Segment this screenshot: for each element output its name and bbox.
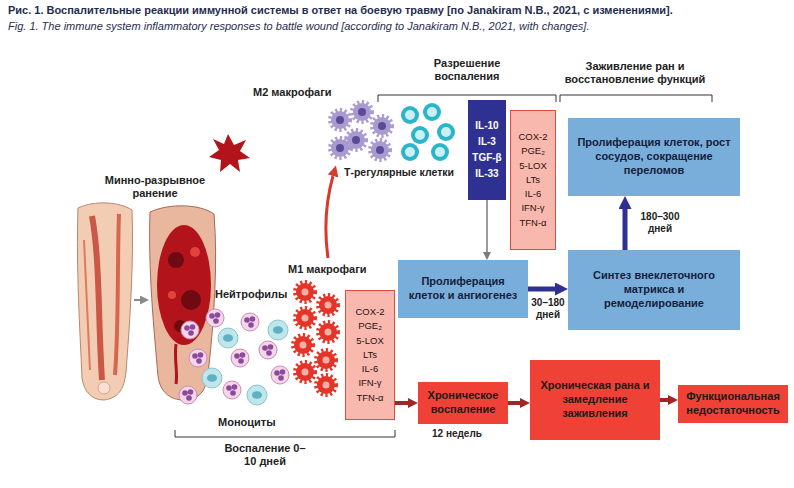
node-text: TFN-α xyxy=(519,216,546,230)
outcome-box: Хроническое воспаление xyxy=(418,382,508,424)
outcome-box: Функциональная недостаточность xyxy=(678,385,788,423)
duration-label: 180–300 дней xyxy=(634,211,686,235)
arrow-line xyxy=(134,299,140,301)
figure-title: Рис. 1. Воспалительные реакции иммунной … xyxy=(8,3,788,17)
m2-macrophages xyxy=(331,103,391,159)
flow-arrow xyxy=(486,200,488,252)
bracket xyxy=(175,430,395,437)
node-text: Синтез внеклеточного матрикса и ремодели… xyxy=(574,269,734,310)
node-text: Пролиферация клеток и ангиогенез xyxy=(404,275,522,303)
cell-label: Нейтрофилы xyxy=(215,288,287,301)
node-text: IFN-γ xyxy=(521,201,544,215)
node-text: Функциональная недостаточность xyxy=(683,390,783,418)
polarization-arrow xyxy=(326,176,333,258)
node-text: 5-LOX xyxy=(356,334,383,348)
cytokine-box: IL-10IL-3TGF-βIL-33 xyxy=(468,100,506,200)
duration-label: 30–180 дней xyxy=(528,297,568,321)
process-box: Синтез внеклеточного матрикса и ремодели… xyxy=(568,250,740,330)
node-text: TFN-α xyxy=(356,391,383,405)
t-reg-cells xyxy=(401,103,455,161)
node-text: COX-2 xyxy=(518,130,547,144)
bracket xyxy=(378,95,556,102)
mediator-box: COX-2PGE₂5-LOXLTsIL-6IFN-γTFN-α xyxy=(345,290,395,420)
node-text: COX-2 xyxy=(355,305,384,319)
node-text: LTs xyxy=(526,173,540,187)
cell-label: M1 макрофаги xyxy=(288,263,366,276)
cell-cluster xyxy=(179,309,289,405)
process-box: Пролиферация клеток, рост сосудов, сокра… xyxy=(568,118,740,196)
node-text: IL-6 xyxy=(362,362,378,376)
time-label: 12 недель xyxy=(432,428,482,440)
cell-label: M2 макрофаги xyxy=(253,86,331,99)
cell-label: Т-регулярные клетки xyxy=(344,166,454,179)
bracket xyxy=(560,95,712,102)
flow-arrow xyxy=(623,209,628,250)
phase-label: Заживление ран и восстановление функций xyxy=(545,60,725,86)
m1-macrophages xyxy=(294,283,337,394)
explosion-symbol xyxy=(209,134,250,172)
node-text: Хроническая рана и замедление заживления xyxy=(535,379,655,420)
node-text: IL-3 xyxy=(478,134,496,150)
flow-arrow xyxy=(528,287,555,292)
node-text: LTs xyxy=(363,348,377,362)
phase-label: Воспаление 0–10 дней xyxy=(220,442,310,468)
node-text: IL-6 xyxy=(525,187,541,201)
flow-arrow xyxy=(660,398,668,402)
node-text: Хроническое воспаление xyxy=(423,389,503,417)
cell-label: Моноциты xyxy=(218,416,276,429)
node-text: PGE₂ xyxy=(521,144,545,158)
injury-label: Минно-разрывное ранение xyxy=(100,174,210,200)
mediator-box: COX-2PGE₂5-LOXLTsIL-6IFN-γTFN-α xyxy=(510,110,556,250)
node-text: IL-10 xyxy=(475,118,498,134)
node-text: PGE₂ xyxy=(358,319,382,333)
node-text: Пролиферация клеток, рост сосудов, сокра… xyxy=(574,136,734,177)
flow-arrow xyxy=(395,401,408,405)
node-text: 5-LOX xyxy=(519,159,546,173)
outcome-box: Хроническая рана и замедление заживления xyxy=(530,360,660,440)
flow-arrow xyxy=(508,401,520,405)
node-text: IL-33 xyxy=(475,166,498,182)
node-text: TGF-β xyxy=(472,150,501,166)
node-text: IFN-γ xyxy=(358,376,381,390)
phase-label: Разрешение воспаления xyxy=(412,57,522,83)
process-box: Пролиферация клеток и ангиогенез xyxy=(398,260,528,318)
leg-figure xyxy=(77,203,132,400)
figure-caption: Fig. 1. The immune system inflammatory r… xyxy=(8,19,788,33)
